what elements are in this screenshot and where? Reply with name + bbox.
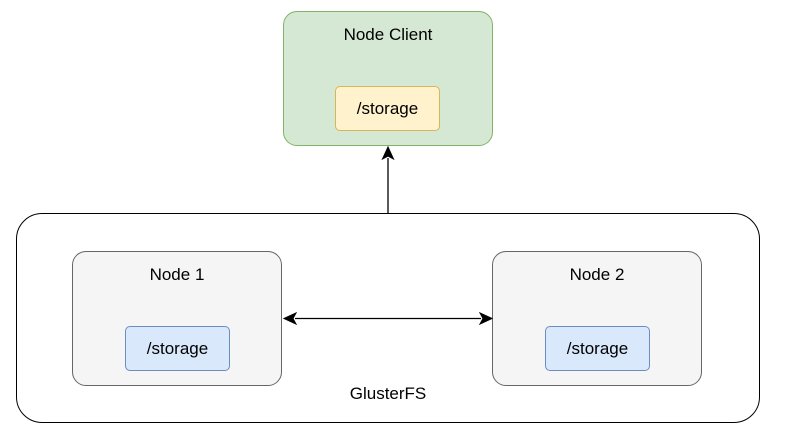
arrowhead-left-icon [282, 311, 298, 326]
node-client-storage: /storage [335, 86, 440, 131]
cluster-to-client-arrow [381, 145, 395, 213]
node-2-storage: /storage [545, 326, 650, 371]
arrowhead-up-icon [381, 145, 395, 161]
glusterfs-label: GlusterFS [349, 384, 427, 403]
node-client-title: Node Client [343, 25, 433, 44]
arrowhead-right-icon [478, 311, 494, 326]
node-1-storage: /storage [125, 326, 230, 371]
node-1-title: Node 1 [149, 265, 205, 284]
node-2-title: Node 2 [569, 265, 625, 284]
node1-node2-sync-arrow [282, 311, 494, 326]
